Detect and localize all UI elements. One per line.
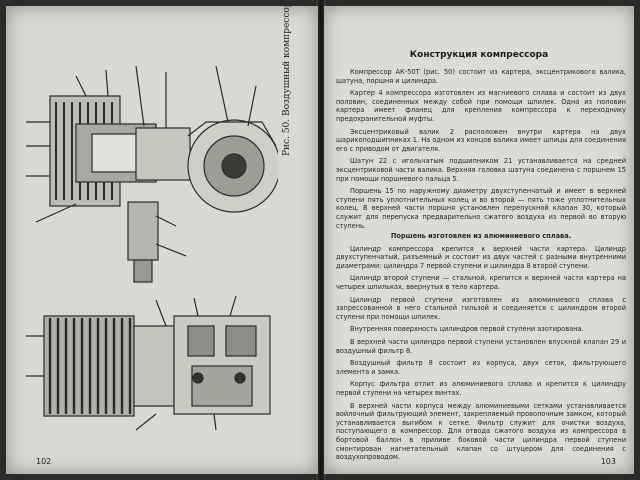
paragraph: Цилиндр второй ступени — стальной, крепи… bbox=[336, 274, 626, 292]
left-page: Рис. 50. Воздушный компрессор АК-50Т 102 bbox=[6, 6, 318, 474]
paragraph: Шатун 22 с игольчатым подшипником 21 уст… bbox=[336, 157, 626, 183]
book-gutter bbox=[316, 0, 326, 480]
page-number-left: 102 bbox=[36, 457, 52, 466]
paragraph: Картер 4 компрессора изготовлен из магни… bbox=[336, 89, 626, 123]
paragraph: Поршень изготовлен из алюминиевого сплав… bbox=[390, 232, 572, 241]
right-page: Конструкция компрессора Компрессор АК-50… bbox=[324, 6, 634, 474]
paragraph: Корпус фильтра отлит из алюминиевого спл… bbox=[336, 380, 626, 397]
paragraph: Воздушный фильтр 8 состоит из корпуса, д… bbox=[336, 359, 626, 376]
body-text: Компрессор АК-50Т (рис. 50) состоит из к… bbox=[336, 68, 626, 466]
compressor-figure bbox=[16, 26, 281, 446]
paragraph: Компрессор АК-50Т (рис. 50) состоит из к… bbox=[336, 68, 626, 85]
page-number-right: 103 bbox=[600, 457, 616, 466]
paragraph: Эксцентриковый валик 2 расположен внутри… bbox=[336, 127, 626, 153]
lower-external-view bbox=[26, 295, 271, 431]
figure-caption: Рис. 50. Воздушный компрессор АК-50Т bbox=[282, 6, 292, 156]
paragraph: Внутренняя поверхность цилиндров первой … bbox=[350, 325, 584, 334]
paragraph: Поршень 15 по наружному диаметру двухсту… bbox=[336, 187, 626, 230]
section-heading: Конструкция компрессора bbox=[409, 50, 549, 60]
paragraph: В верхней части корпуса между алюминиевы… bbox=[336, 401, 626, 462]
paragraph: Цилиндр компрессора крепится к верхней ч… bbox=[336, 244, 626, 270]
paragraph: В верхней части цилиндра первой ступени … bbox=[336, 338, 626, 355]
compressor-drawing bbox=[26, 65, 281, 431]
paragraph: Цилиндр первой ступени изготовлен из алю… bbox=[336, 295, 626, 321]
upper-cross-section bbox=[26, 65, 281, 283]
